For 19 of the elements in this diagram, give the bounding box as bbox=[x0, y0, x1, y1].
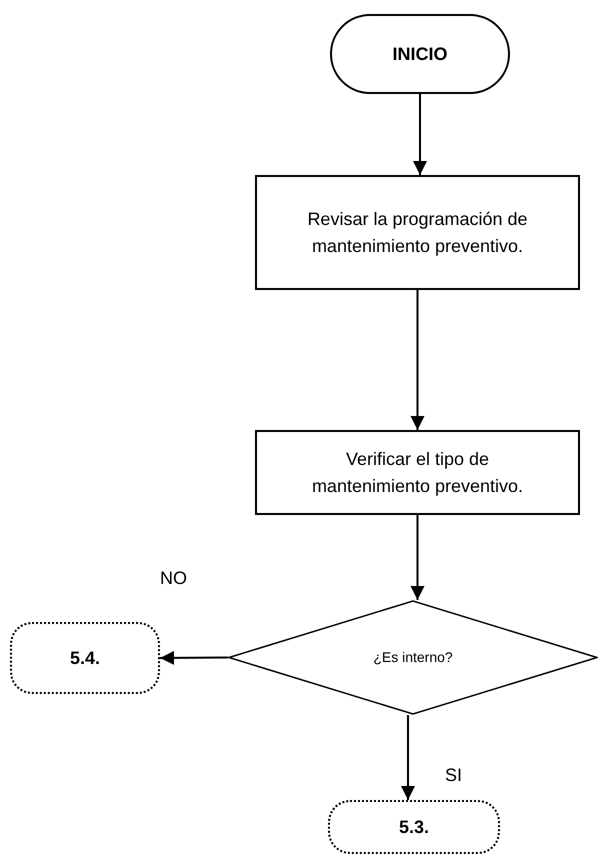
arrow bbox=[410, 515, 424, 600]
step-text: INICIO bbox=[392, 42, 448, 66]
arrow bbox=[160, 650, 228, 665]
start-terminal bbox=[330, 14, 510, 94]
connector-box bbox=[328, 800, 500, 854]
arrow bbox=[410, 290, 424, 430]
arrow bbox=[413, 94, 427, 175]
process-box bbox=[255, 430, 580, 515]
arrow bbox=[401, 715, 415, 800]
connector-box bbox=[10, 622, 160, 694]
step-text: Revisar la programación de mantenimiento preventivo. bbox=[306, 208, 529, 258]
edge-label: NO bbox=[160, 568, 187, 589]
step-text: Verificar el tipo de mantenimiento preventivo. bbox=[310, 448, 524, 498]
step-text: 5.3. bbox=[398, 816, 430, 839]
decision-text: ¿Es interno? bbox=[373, 648, 453, 668]
decision-diamond bbox=[228, 600, 598, 715]
edge-label: SI bbox=[445, 765, 462, 786]
step-text: 5.4. bbox=[70, 646, 100, 670]
process-box bbox=[255, 175, 580, 290]
